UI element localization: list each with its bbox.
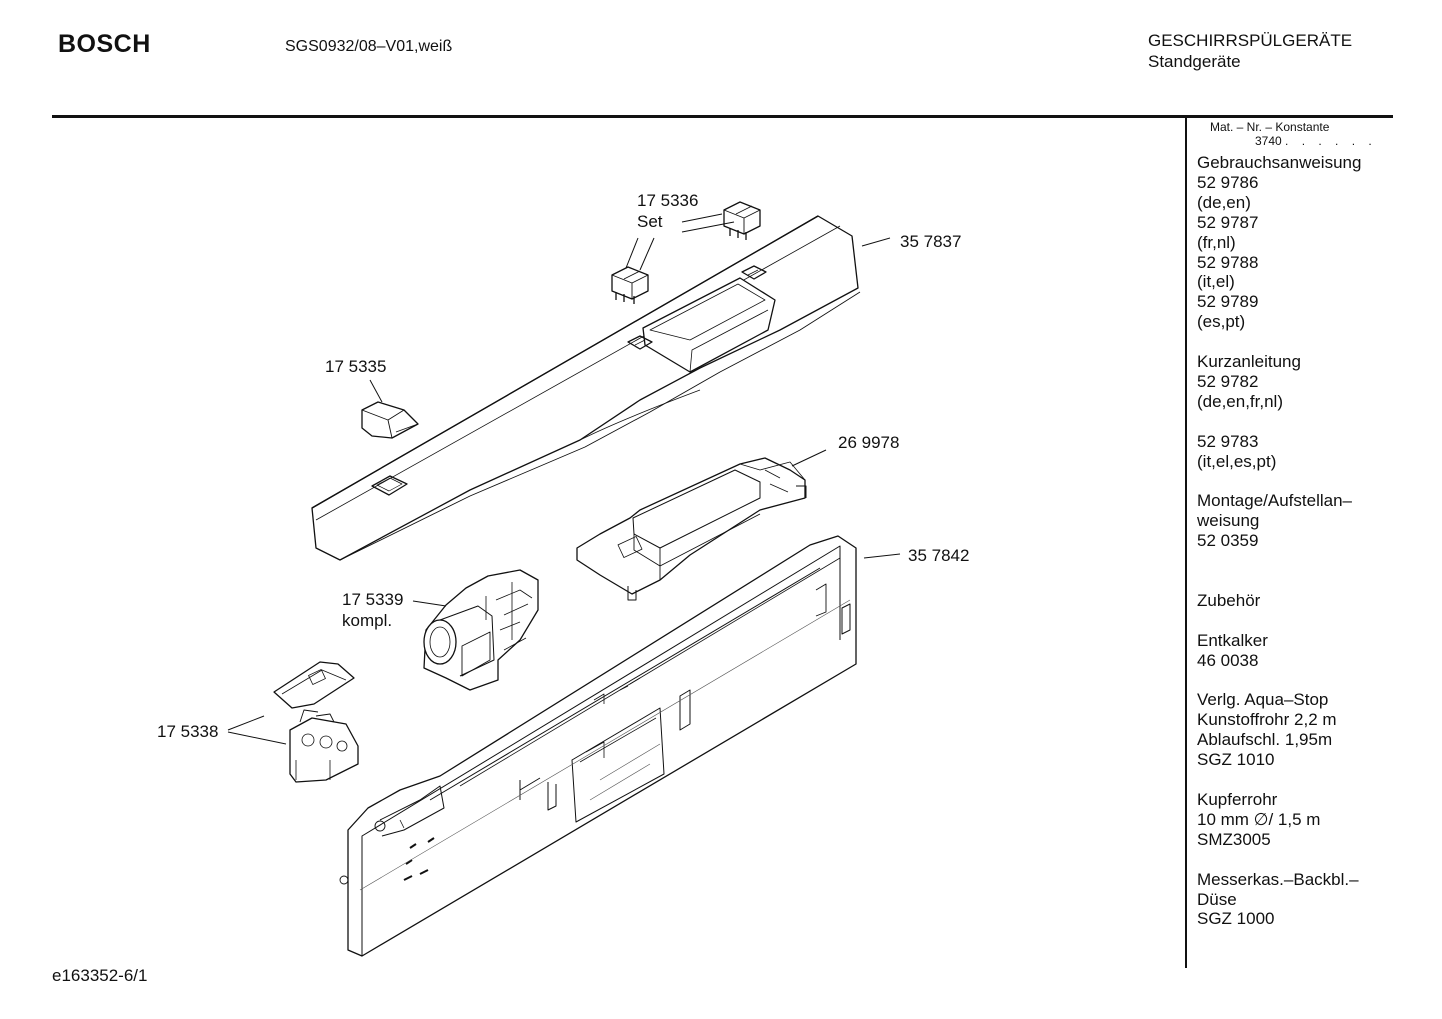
header-divider — [52, 115, 1393, 118]
matnr-dots: . . . . . . — [1285, 134, 1377, 148]
leader-lines — [227, 213, 901, 745]
label-175338: 17 5338 — [157, 722, 218, 741]
rocker-switch — [273, 661, 359, 783]
sidebar-entries: Gebrauchsanweisung 52 9786 (de,en) 52 97… — [1197, 153, 1362, 929]
category-subtitle: Standgeräte — [1148, 52, 1241, 71]
brand-logo: BOSCH — [58, 30, 151, 58]
switch-assembly — [423, 569, 539, 691]
sidebar-divider — [1185, 118, 1187, 968]
button-single — [361, 401, 419, 439]
category-title: GESCHIRRSPÜLGERÄTE — [1148, 31, 1353, 50]
matnr-value: 3740 — [1255, 134, 1282, 148]
matnr-label: Mat. – Nr. – Konstante — [1210, 120, 1330, 134]
label-175336-set: Set — [637, 212, 663, 231]
parts-sidebar: Mat. – Nr. – Konstante 3740 . . . . . . … — [1197, 120, 1387, 929]
label-269978: 26 9978 — [838, 433, 899, 452]
label-175339-kompl: kompl. — [342, 611, 392, 630]
matnr-constant: 3740 . . . . . . — [1255, 134, 1387, 148]
button-set-lower — [611, 266, 649, 304]
drawing-id: e163352-6/1 — [52, 966, 148, 985]
control-housing — [339, 535, 857, 957]
label-175336: 17 5336 — [637, 191, 698, 210]
part-labels: 17 5336 Set 35 7837 17 5335 26 9978 35 7… — [157, 191, 969, 741]
label-357842: 35 7842 — [908, 546, 969, 565]
electronic-module — [576, 457, 807, 601]
category-block: GESCHIRRSPÜLGERÄTE Standgeräte — [1148, 30, 1352, 72]
label-175339: 17 5339 — [342, 590, 403, 609]
control-panel-fascia — [311, 215, 861, 561]
button-set-upper — [723, 201, 761, 240]
model-number: SGS0932/08–V01,weiß — [285, 38, 453, 55]
label-175335: 17 5335 — [325, 357, 386, 376]
label-357837: 35 7837 — [900, 232, 961, 251]
